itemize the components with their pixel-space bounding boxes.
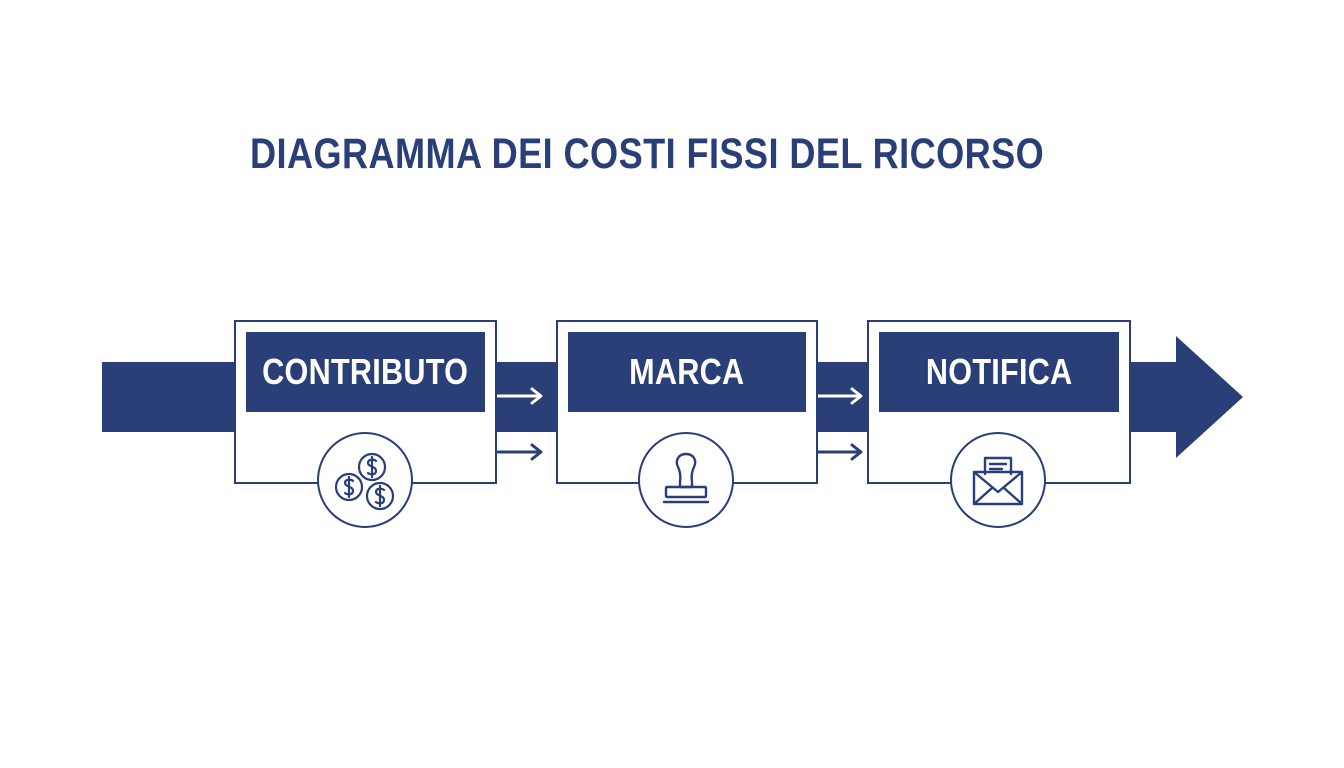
connector-arrow-icon	[816, 386, 866, 406]
connector-arrow-icon	[496, 442, 546, 462]
connector-arrow-icon	[816, 442, 866, 462]
coins-dollar-icon	[317, 432, 413, 528]
envelope-letter-icon	[950, 432, 1046, 528]
step-label: MARCA	[629, 351, 745, 392]
flow-arrowhead	[1176, 336, 1243, 458]
step-box-contributo: CONTRIBUTO	[234, 320, 497, 484]
step-label: NOTIFICA	[925, 351, 1073, 392]
diagram-title: DIAGRAMMA DEI COSTI FISSI DEL RICORSO	[250, 130, 1045, 178]
stamp-icon	[638, 432, 734, 528]
step-label: CONTRIBUTO	[262, 351, 469, 392]
step-header: MARCA	[568, 332, 806, 412]
step-header: NOTIFICA	[879, 332, 1119, 412]
connector-arrow-icon	[496, 386, 546, 406]
step-header: CONTRIBUTO	[246, 332, 485, 412]
